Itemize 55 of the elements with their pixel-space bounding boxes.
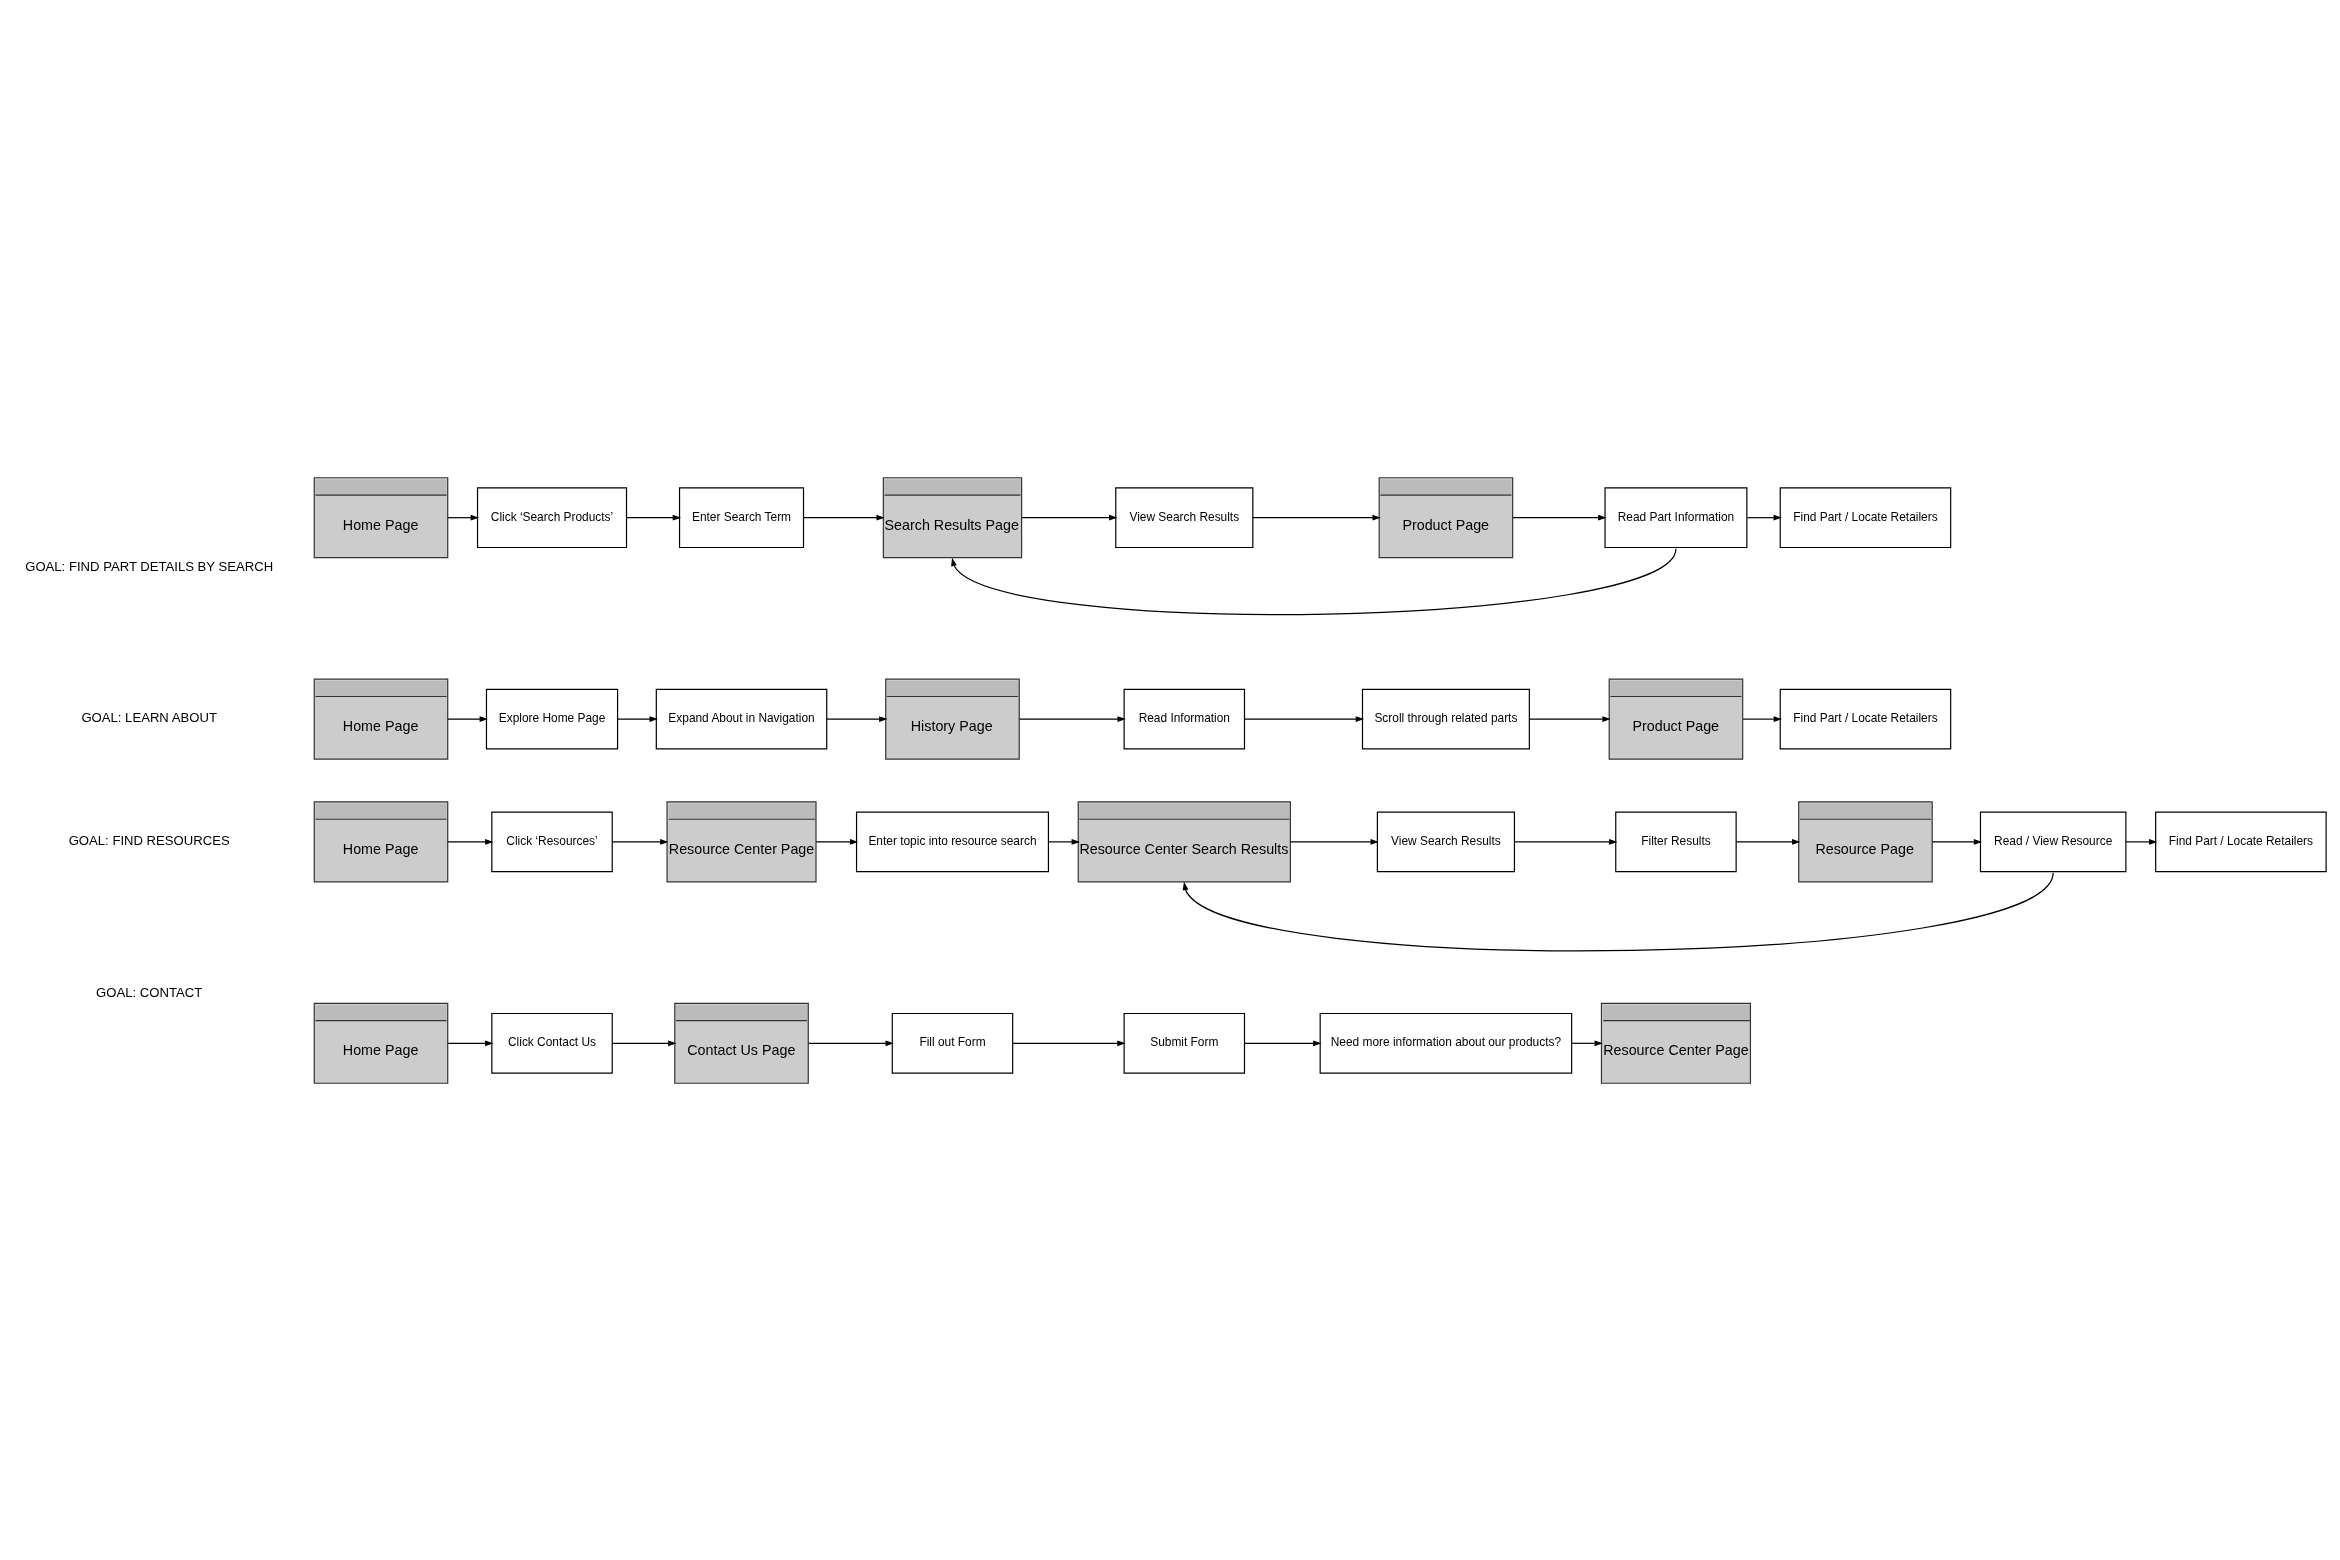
arrow	[1529, 715, 1611, 722]
arrow	[1742, 715, 1782, 722]
label: GOAL: LEARN ABOUT	[81, 709, 217, 725]
node-box: Find Part / Locate Retailers	[2155, 811, 2327, 872]
arrow	[626, 514, 682, 521]
node-box: Read Information	[1123, 688, 1246, 749]
arrow	[1048, 838, 1080, 845]
arrow	[1513, 838, 1618, 845]
arrow	[2125, 838, 2158, 845]
arrow	[1244, 1039, 1322, 1046]
arrow	[611, 1039, 677, 1046]
node-box: Submit Form	[1123, 1012, 1246, 1074]
node-box: Expand About in Navigation	[655, 688, 828, 749]
node-box: Scroll through related parts	[1361, 688, 1530, 749]
arrow	[1289, 838, 1379, 845]
node-box: View Search Results	[1376, 811, 1516, 872]
node-box: Read / View Resource	[1979, 811, 2127, 872]
arrow	[447, 838, 494, 845]
label: GOAL: FIND RESOURCES	[68, 832, 230, 848]
arrow	[447, 1039, 494, 1046]
arrow	[815, 838, 859, 845]
arrow	[808, 1039, 894, 1046]
node-box: View Search Results	[1115, 486, 1254, 548]
label: GOAL: CONTACT	[96, 984, 203, 1000]
node-box: Fill out Form	[891, 1012, 1014, 1074]
arrow	[611, 838, 669, 845]
arrow	[1021, 514, 1118, 521]
arrow	[447, 514, 479, 521]
node-box: Find Part / Locate Retailers	[1779, 688, 1952, 749]
arrow	[1182, 871, 2054, 951]
node-box: Filter Results	[1615, 811, 1737, 872]
node-box: Click Contact Us	[491, 1012, 613, 1074]
arrow	[1512, 514, 1607, 521]
label: GOAL: FIND PART DETAILS BY SEARCH	[25, 558, 274, 574]
node-box: Read Part Information	[1604, 486, 1748, 548]
arrow	[1571, 1039, 1603, 1046]
arrow	[447, 715, 488, 722]
arrow	[1746, 514, 1782, 521]
arrow	[1012, 1039, 1126, 1046]
arrow	[1931, 838, 1983, 845]
node-box: Need more information about our products?	[1319, 1012, 1573, 1074]
arrow	[951, 547, 1677, 615]
node-box: Explore Home Page	[485, 688, 619, 749]
arrow	[826, 715, 888, 722]
node-box: Click ‘Resources’	[491, 811, 613, 872]
node-box: Enter topic into resource search	[855, 811, 1050, 872]
arrow	[1244, 715, 1365, 722]
arrow	[617, 715, 658, 722]
arrow	[1018, 715, 1126, 722]
arrow	[1252, 514, 1381, 521]
arrow	[803, 514, 885, 521]
arrow	[1735, 838, 1801, 845]
node-box: Enter Search Term	[678, 486, 805, 548]
node-box: Click ‘Search Products’	[476, 486, 628, 548]
node-box: Find Part / Locate Retailers	[1779, 486, 1952, 548]
